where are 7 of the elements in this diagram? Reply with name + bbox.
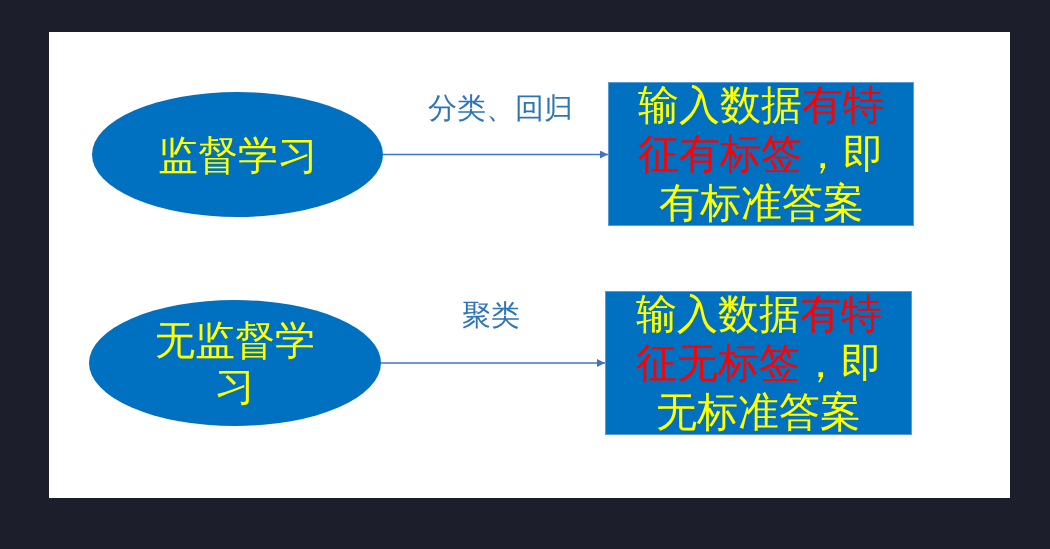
edge-label: 聚类 — [460, 298, 522, 332]
ellipse-node: 无监督学习 — [89, 300, 381, 426]
ellipse-node: 监督学习 — [92, 92, 383, 217]
arrow — [380, 359, 606, 367]
process-box: 输入数据有特征无标签，即无标准答案 — [605, 291, 912, 435]
process-box: 输入数据有特征有标签，即有标准答案 — [608, 82, 914, 226]
arrow — [382, 150, 609, 159]
